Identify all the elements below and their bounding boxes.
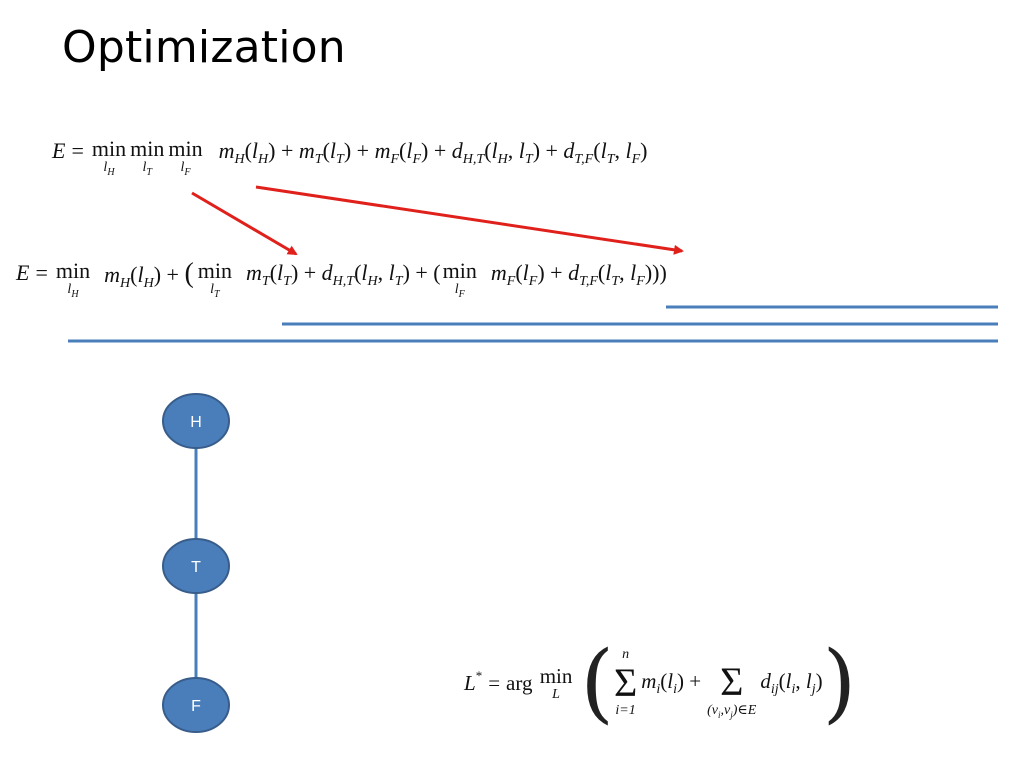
slide-title: Optimization (62, 22, 346, 73)
node-T-label: T (191, 559, 201, 576)
node-H: H (162, 393, 230, 449)
node-H-label: H (190, 414, 202, 431)
node-T: T (162, 538, 230, 594)
node-F-label: F (191, 698, 201, 715)
sum-i: n Σ i=1 (613, 647, 638, 718)
arrow-lT (191, 191, 298, 256)
node-F: F (162, 677, 230, 733)
arrow-lF (255, 185, 684, 255)
sum-edges: Σ (vi,vj)∈E (707, 659, 757, 720)
